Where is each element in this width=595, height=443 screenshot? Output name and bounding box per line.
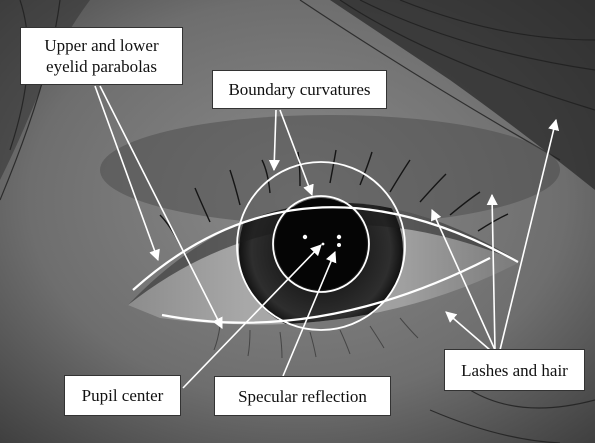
pupil-center-label: Pupil center [64,375,181,416]
eyelid-parabolas-label: Upper and lower eyelid parabolas [20,27,183,85]
pupil-center-dot [322,243,325,246]
lashes-and-hair-label: Lashes and hair [444,349,585,391]
boundary-curvatures-label: Boundary curvatures [212,70,387,109]
specular-reflection-label: Specular reflection [214,376,391,416]
specular-dot [337,235,341,239]
specular-dot [303,235,307,239]
specular-dot [337,243,341,247]
